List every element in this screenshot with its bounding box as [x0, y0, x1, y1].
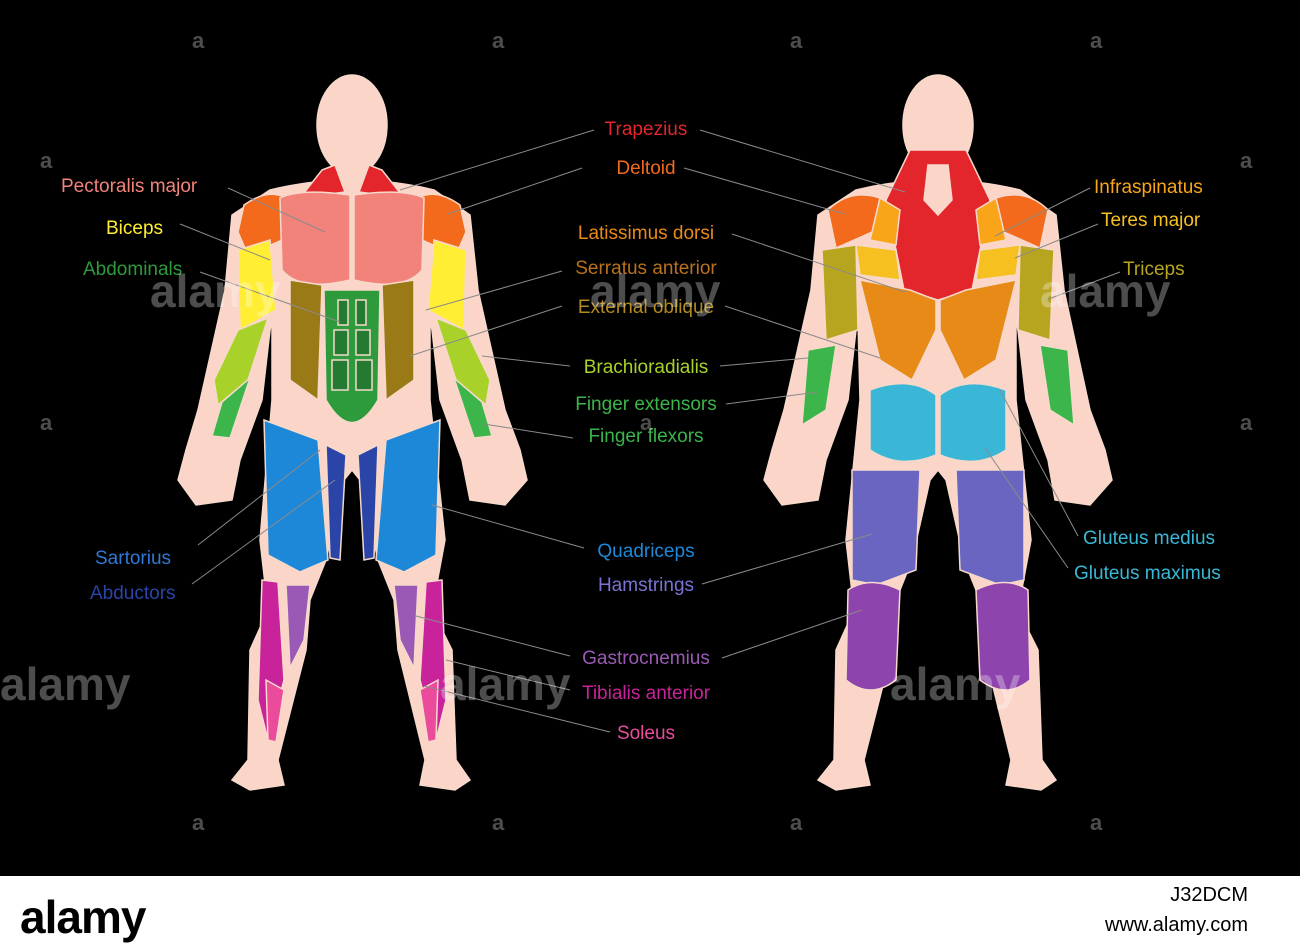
- label-deltoid: Deltoid: [616, 158, 675, 179]
- label-gastrocnemius: Gastrocnemius: [582, 648, 710, 669]
- watermark-mark: a: [192, 810, 205, 835]
- leader-lines: [179, 129, 1121, 733]
- watermark-mark: a: [492, 28, 505, 53]
- watermark-mark: a: [1240, 148, 1253, 173]
- site-url: www.alamy.com: [1105, 914, 1248, 936]
- watermark-mark: a: [790, 28, 803, 53]
- muscle-diagram: Pectoralis major Biceps Abdominals Sarto…: [0, 0, 1300, 876]
- watermark-mark: a: [1090, 28, 1103, 53]
- watermark-mark: a: [40, 148, 53, 173]
- label-latissimus-dorsi: Latissimus dorsi: [578, 223, 714, 244]
- watermark-mark: a: [40, 410, 53, 435]
- label-infraspinatus: Infraspinatus: [1094, 177, 1203, 198]
- label-soleus: Soleus: [617, 723, 675, 744]
- label-gluteus-medius: Gluteus medius: [1083, 528, 1215, 549]
- watermark-text: alamy: [890, 658, 1021, 710]
- label-hamstrings: Hamstrings: [598, 575, 694, 596]
- watermark-layer: alamy alamy alamy alamy alamy alamy a a …: [0, 28, 1253, 835]
- front-body-figure: [177, 74, 528, 791]
- brand-logo: alamy: [20, 891, 146, 943]
- watermark-mark: a: [1240, 410, 1253, 435]
- watermark-mark: a: [790, 810, 803, 835]
- label-brachioradialis: Brachioradialis: [584, 357, 709, 378]
- watermark-text: alamy: [440, 658, 571, 710]
- muscle-labels: Pectoralis major Biceps Abdominals Sarto…: [61, 119, 1221, 744]
- watermark-mark: a: [1090, 810, 1103, 835]
- label-sartorius: Sartorius: [95, 548, 171, 569]
- label-tibialis-anterior: Tibialis anterior: [582, 683, 711, 704]
- stock-footer: [0, 876, 1300, 949]
- label-abdominals: Abdominals: [83, 259, 182, 280]
- label-quadriceps: Quadriceps: [597, 541, 694, 562]
- watermark-mark: a: [640, 410, 653, 435]
- label-external-oblique: External oblique: [578, 297, 714, 318]
- watermark-mark: a: [192, 28, 205, 53]
- label-gluteus-maximus: Gluteus maximus: [1074, 563, 1221, 584]
- image-id: J32DCM: [1170, 884, 1248, 906]
- label-pectoralis-major: Pectoralis major: [61, 176, 198, 197]
- label-biceps: Biceps: [106, 218, 163, 239]
- label-teres-major: Teres major: [1101, 210, 1201, 231]
- back-body-figure: [763, 74, 1113, 791]
- watermark-text: alamy: [0, 658, 131, 710]
- watermark-text: alamy: [1040, 265, 1171, 317]
- label-trapezius: Trapezius: [605, 119, 688, 140]
- label-abductors: Abductors: [90, 583, 176, 604]
- label-finger-flexors: Finger flexors: [588, 426, 703, 447]
- watermark-text: alamy: [590, 265, 721, 317]
- watermark-mark: a: [492, 810, 505, 835]
- label-serratus-anterior: Serratus anterior: [575, 258, 717, 279]
- label-finger-extensors: Finger extensors: [575, 394, 717, 415]
- label-triceps: Triceps: [1123, 259, 1185, 280]
- watermark-text: alamy: [150, 265, 281, 317]
